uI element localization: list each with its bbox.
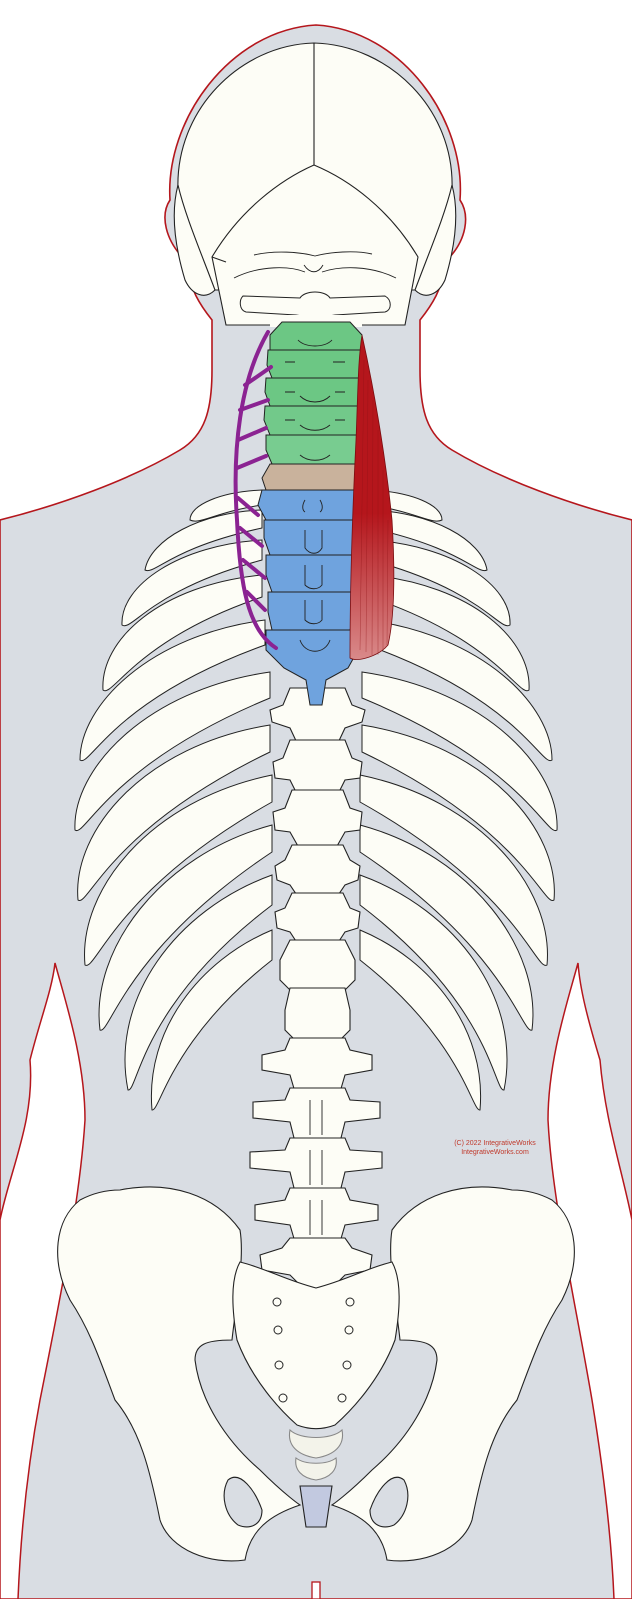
spinous-line [309, 1100, 323, 1235]
sacral-foramina [272, 1297, 355, 1403]
c7-vertebra-highlight [261, 463, 363, 491]
purple-branch-4 [235, 454, 268, 470]
rib-left-3 [121, 539, 263, 627]
coccyx-upper [288, 1428, 344, 1459]
left-mastoid [173, 184, 216, 296]
pelvis [57, 1186, 575, 1562]
skull [173, 42, 457, 326]
thoracic-detail-lines [299, 499, 331, 652]
purple-branch-8 [245, 590, 267, 612]
coccyx-lower [295, 1457, 337, 1481]
rib-left-4 [102, 574, 263, 692]
vertebra-t12 [284, 987, 351, 1041]
purple-branch-6 [238, 526, 264, 548]
rib-left-7 [77, 724, 271, 902]
vertebra-c6 [265, 434, 367, 465]
copyright-line: (C) 2022 IntegrativeWorks [454, 1140, 536, 1147]
vertebra-t11 [279, 939, 356, 991]
rib-left-9 [98, 824, 273, 1031]
vertebra-t4 [267, 591, 357, 631]
purple-branch-1 [243, 365, 273, 387]
rib-left-8 [84, 774, 273, 966]
lower-spine [249, 687, 383, 1291]
left-obturator-foramen [223, 1477, 263, 1528]
purple-branch-3 [236, 426, 268, 442]
rib-left-6 [74, 671, 271, 832]
purple-branch-5 [236, 496, 260, 517]
pubic-symphysis [299, 1485, 333, 1528]
rib-left-11 [150, 929, 273, 1111]
cervical-detail-lines [285, 339, 345, 461]
external-occipital-protuberance [303, 264, 324, 273]
vertebra-c3 [266, 349, 366, 379]
purple-muscle-line [233, 330, 278, 650]
website-line: IntegrativeWorks.com [461, 1149, 529, 1156]
gluteal-cleft-mark [311, 1581, 321, 1599]
red-muscle-fibers [359, 359, 389, 656]
right-obturator-foramen [369, 1477, 409, 1528]
vertebra-t3 [265, 554, 359, 593]
purple-branch-2 [238, 398, 270, 412]
rib-right-7 [361, 724, 555, 902]
copyright-credit: (C) 2022 IntegrativeWorks IntegrativeWor… [440, 1139, 550, 1157]
nuchal-line-1 [253, 251, 373, 257]
rib-right-8 [359, 774, 548, 966]
right-waist-gap [547, 962, 632, 1599]
vertebra-c7 [261, 463, 363, 491]
nuchal-line-2 [233, 267, 397, 279]
rib-left-5 [79, 619, 266, 762]
rib-right-5 [366, 619, 553, 762]
rib-right-9 [359, 824, 534, 1031]
rib-cage [74, 489, 558, 1111]
right-mastoid [414, 184, 457, 296]
rib-left-2 [144, 509, 263, 572]
sacrum [232, 1261, 400, 1430]
rib-right-11 [359, 929, 482, 1111]
lambdoid-left [211, 256, 227, 263]
purple-branch-7 [241, 558, 267, 580]
left-waist-gap [0, 962, 86, 1599]
rib-right-10 [359, 874, 508, 1091]
cervical-vertebrae-highlight [263, 321, 368, 465]
rib-right-3 [369, 539, 511, 627]
purple-main-curve [233, 330, 278, 650]
vertebra-t1 [257, 489, 363, 521]
red-muscle [349, 334, 395, 660]
rib-right-2 [369, 509, 488, 572]
rib-right-6 [361, 671, 558, 832]
vertebra-t2 [263, 519, 361, 556]
rib-right-4 [369, 574, 530, 692]
rib-left-10 [124, 874, 273, 1091]
occipital [211, 164, 419, 326]
